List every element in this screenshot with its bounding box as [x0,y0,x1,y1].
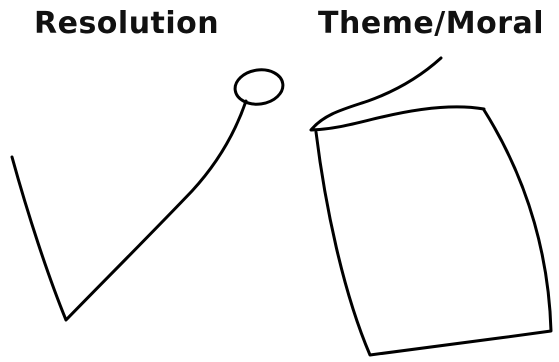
scroll-ribbon [311,58,484,130]
scroll-page-icon [311,58,551,355]
loop-circle [233,67,285,107]
check-mark-with-loop-icon [12,67,285,320]
check-mark-stroke [12,101,246,320]
scroll-sheet [316,110,551,355]
